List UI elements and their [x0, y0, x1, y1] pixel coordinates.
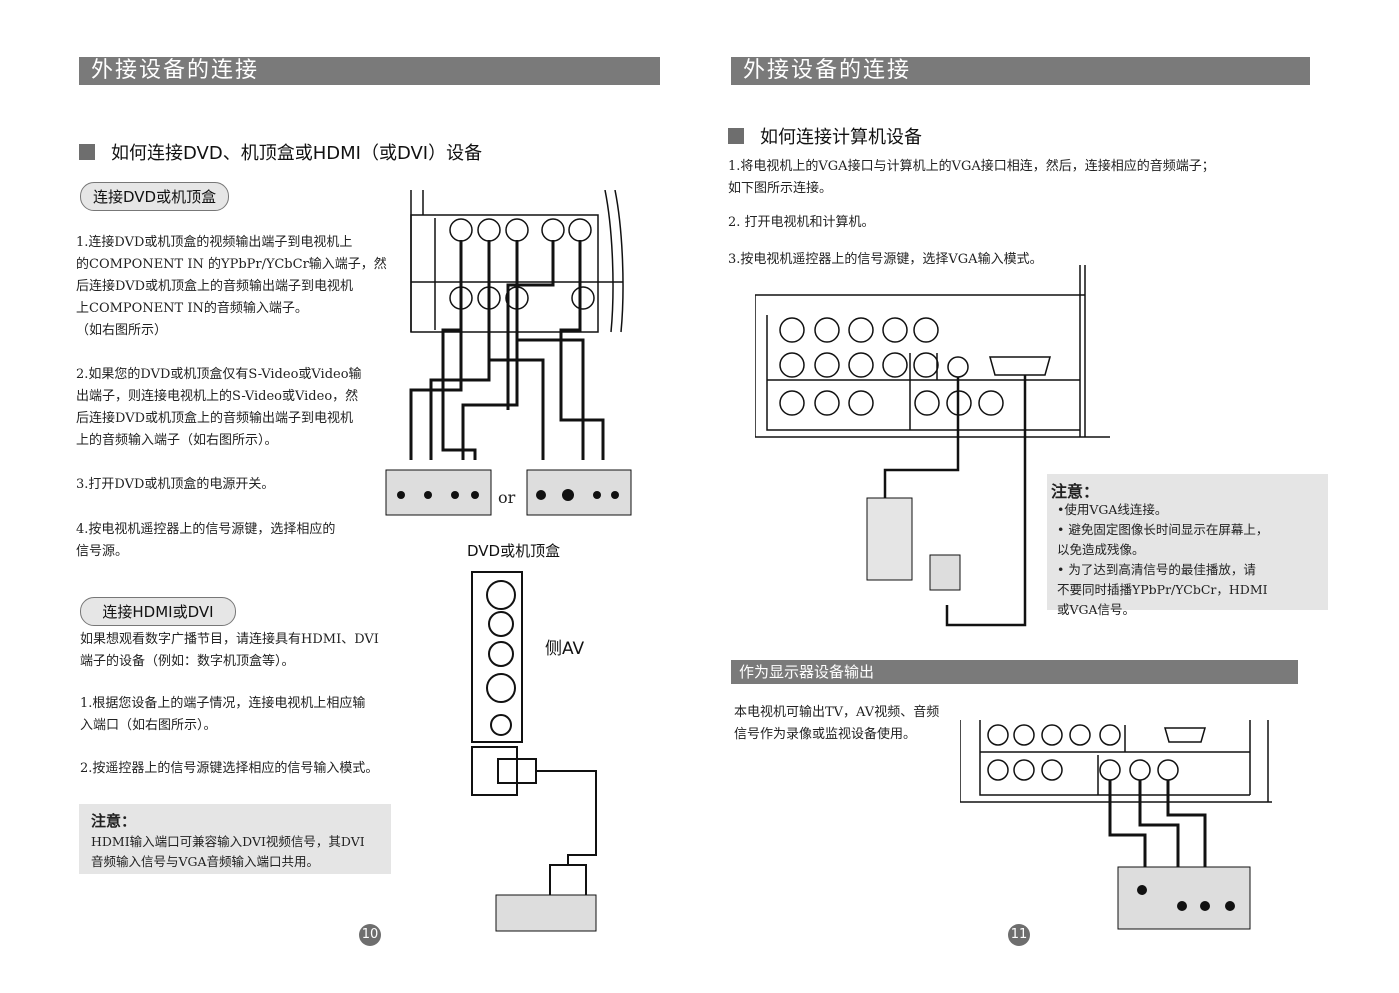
right-step-3: 3.按电视机遥控器上的信号源键，选择VGA输入模式。	[728, 252, 1043, 267]
left-section-title-text: 如何连接DVD、机顶盒或HDMI（或DVI）设备	[111, 143, 483, 164]
left-note-box: 注意： HDMI输入端口可兼容输入DVI视频信号，其DVI 音频输入信号与VGA…	[79, 804, 391, 874]
right-note-title: 注意：	[1051, 482, 1100, 501]
right-page-number: 11	[1008, 924, 1030, 946]
right-note-body: •使用VGA线连接。 • 避免固定图像长时间显示在屏幕上， 以免造成残像。 • …	[1057, 502, 1269, 617]
left-note-title: 注意：	[91, 812, 137, 830]
av-out-diagram	[960, 720, 1272, 930]
dvd-connection-diagram	[385, 190, 632, 516]
vga-connection-diagram	[755, 265, 1110, 627]
monitor-output-text: 本电视机可输出TV，AV视频、音频 信号作为录像或监视设备使用。	[734, 705, 940, 742]
square-bullet-icon	[79, 144, 95, 160]
pill-connect-dvd: 连接DVD或机顶盒	[80, 182, 230, 211]
side-av-panel	[471, 571, 523, 743]
right-step-1: 1.将电视机上的VGA接口与计算机上的VGA接口相连，然后，连接相应的音频端子；…	[728, 159, 1215, 196]
hdmi-step-1: 1.根据您设备上的端子情况，连接电视机上相应输 入端口（如右图所示）。	[80, 696, 366, 733]
pill-connect-hdmi: 连接HDMI或DVI	[80, 597, 236, 626]
right-page-header: 外接设备的连接	[731, 57, 1310, 85]
left-page-number: 10	[359, 924, 381, 946]
dvd-step-2: 2.如果您的DVD或机顶盒仅有S-Video或Video输 出端子，则连接电视机…	[76, 367, 362, 448]
left-page-header: 外接设备的连接	[79, 57, 660, 85]
right-step-2: 2. 打开电视机和计算机。	[728, 215, 875, 230]
dvd-step-4: 4.按电视机遥控器上的信号源键，选择相应的 信号源。	[76, 522, 336, 559]
dvd-step-1: 1.连接DVD或机顶盒的视频输出端子到电视机上 的COMPONENT IN 的Y…	[76, 235, 387, 338]
hdmi-step-2: 2.按遥控器上的信号源键选择相应的信号输入模式。	[80, 761, 379, 776]
label-or: or	[498, 488, 516, 507]
monitor-output-header: 作为显示器设备输出	[731, 660, 1298, 684]
left-note-body: HDMI输入端口可兼容输入DVI视频信号，其DVI 音频输入信号与VGA音频输入…	[91, 834, 365, 869]
left-section-title: 如何连接DVD、机顶盒或HDMI（或DVI）设备	[79, 139, 482, 165]
label-side-av: 侧AV	[545, 639, 585, 659]
right-section-title: 如何连接计算机设备	[728, 123, 922, 149]
right-note-box: 注意： •使用VGA线连接。 • 避免固定图像长时间显示在屏幕上， 以免造成残像…	[1047, 474, 1328, 617]
label-dvd-box: DVD或机顶盒	[467, 542, 561, 560]
hdmi-cable-diagram	[471, 746, 597, 932]
right-section-title-text: 如何连接计算机设备	[760, 127, 922, 148]
square-bullet-icon	[728, 128, 744, 144]
dvd-step-3: 3.打开DVD或机顶盒的电源开关。	[76, 477, 275, 492]
hdmi-intro: 如果想观看数字广播节目，请连接具有HDMI、DVI 端子的设备（例如：数字机顶盒…	[80, 632, 379, 669]
